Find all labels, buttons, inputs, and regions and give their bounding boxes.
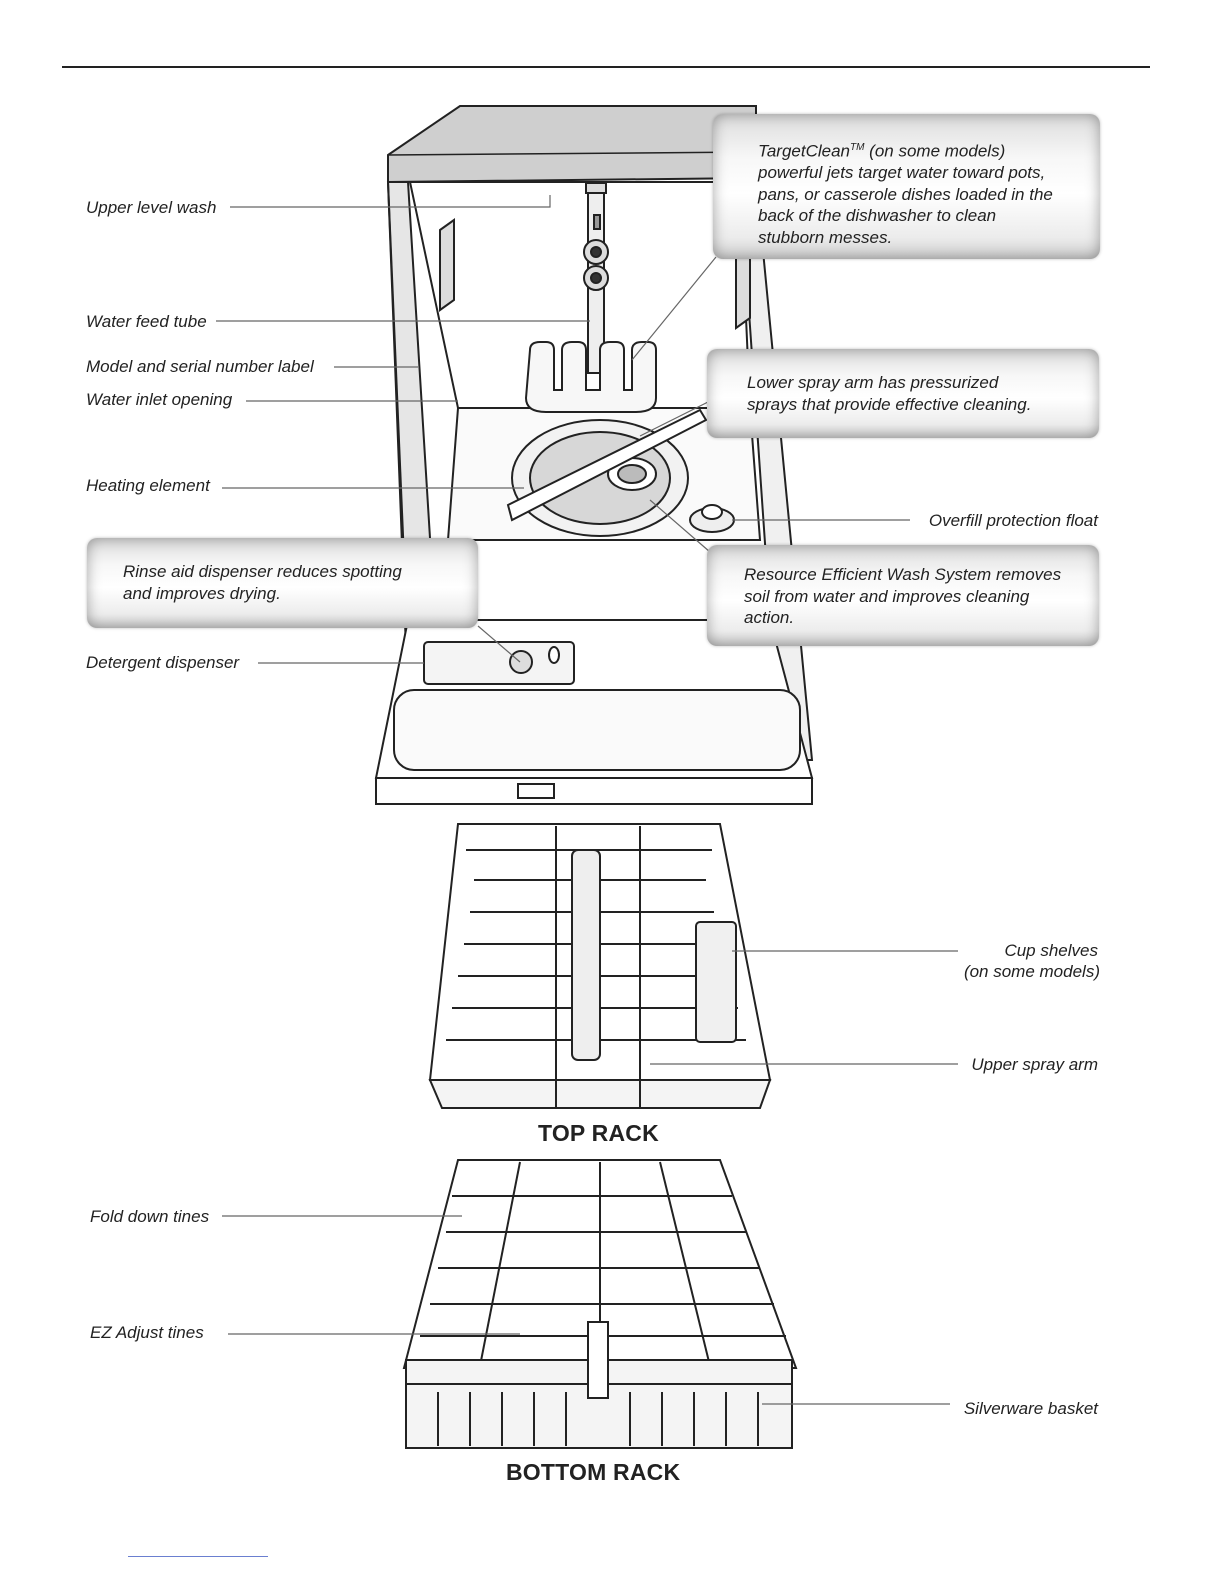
lower-spray-line1: Lower spray arm has pressurized	[747, 373, 999, 392]
door-trim	[375, 777, 813, 805]
label-heating-element: Heating element	[86, 476, 210, 495]
upper-wash-nozzle	[585, 182, 607, 194]
label-upper-level-wash: Upper level wash	[86, 198, 217, 217]
label-cup-shelves: Cup shelves	[1004, 941, 1098, 960]
label-silverware-basket: Silverware basket	[963, 1399, 1098, 1418]
leader-upper-level-wash	[230, 195, 551, 208]
rinse-aid-line2: and improves drying.	[123, 583, 281, 603]
door-inner	[393, 689, 801, 771]
targetclean-brand: TargetClean	[758, 141, 850, 161]
footer-link-rule	[128, 1556, 268, 1557]
callout-targetclean: TargetCleanTM (on some models) powerful …	[713, 114, 1100, 259]
targetclean-line4: back of the dishwasher to clean	[758, 206, 997, 226]
label-fold-down-tines: Fold down tines	[90, 1207, 210, 1226]
header-rule	[62, 66, 1150, 68]
upper-spray-arm-shape	[571, 849, 601, 1061]
callout-resource-text: Resource Efficient Wash System removes s…	[744, 564, 1061, 629]
leader-targetclean	[631, 256, 717, 361]
top-rack-title: TOP RACK	[538, 1120, 659, 1146]
targetclean-fork	[524, 341, 657, 413]
label-upper-spray-arm: Upper spray arm	[971, 1055, 1098, 1074]
targetclean-line1: (on some models)	[864, 141, 1006, 161]
leader-lower-spray	[639, 401, 709, 437]
label-overfill-float: Overfill protection float	[928, 511, 1098, 530]
targetclean-line2: powerful jets target water toward pots,	[758, 163, 1046, 183]
targetclean-line5: stubborn messes.	[758, 227, 893, 247]
door-handle	[517, 783, 555, 799]
callout-rinse-aid: Rinse aid dispenser reduces spotting and…	[87, 538, 478, 628]
leader-rinse-aid	[477, 625, 521, 663]
targetclean-line3: pans, or casserole dishes loaded in the	[758, 184, 1053, 204]
resource-line3: action.	[744, 608, 795, 627]
label-water-inlet: Water inlet opening	[86, 390, 233, 409]
lower-spray-line2: sprays that provide effective cleaning.	[747, 394, 1032, 414]
label-water-feed-tube: Water feed tube	[86, 312, 207, 331]
lower-spray-arm	[506, 408, 708, 522]
leader-lines	[216, 195, 958, 1405]
tub-top	[387, 105, 757, 184]
top-rack	[428, 823, 772, 1109]
bottom-rack	[402, 1159, 798, 1449]
leader-resource	[649, 499, 711, 553]
callout-lower-spray-text: Lower spray arm has pressurized sprays t…	[747, 372, 1031, 415]
callout-resource-efficient: Resource Efficient Wash System removes s…	[707, 545, 1099, 646]
callout-rinse-aid-text: Rinse aid dispenser reduces spotting and…	[123, 561, 402, 604]
resource-line2: soil from water and improves cleaning	[744, 586, 1030, 606]
label-ez-adjust-tines: EZ Adjust tines	[90, 1323, 204, 1342]
resource-line1: Resource Efficient Wash System removes	[744, 565, 1062, 584]
label-cup-shelves-note: (on some models)	[963, 962, 1100, 981]
bottom-rack-title: BOTTOM RACK	[506, 1459, 681, 1485]
trademark-symbol: TM	[850, 142, 865, 153]
label-detergent-dispenser: Detergent dispenser	[86, 653, 240, 672]
callout-targetclean-text: TargetCleanTM (on some models) powerful …	[758, 137, 1053, 248]
label-model-serial: Model and serial number label	[86, 357, 314, 376]
callout-lower-spray-arm: Lower spray arm has pressurized sprays t…	[707, 349, 1099, 438]
rinse-aid-line1: Rinse aid dispenser reduces spotting	[123, 562, 402, 581]
